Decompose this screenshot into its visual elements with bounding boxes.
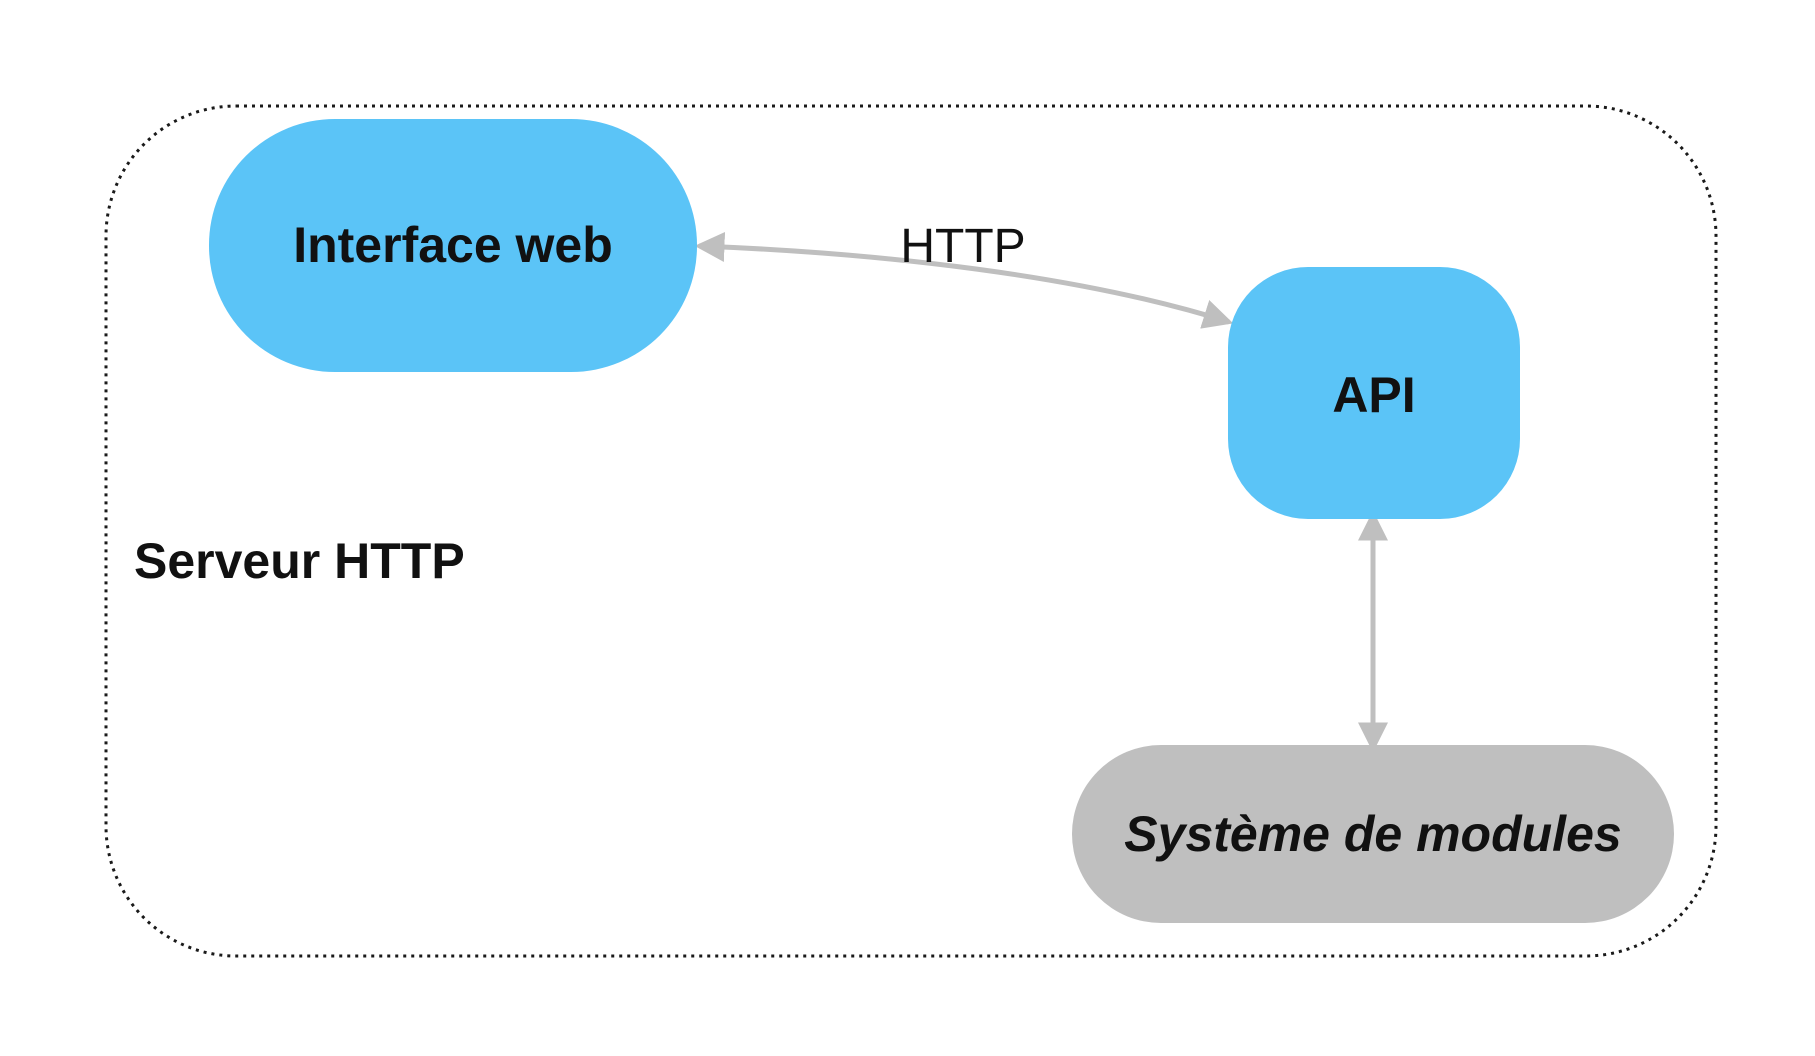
web-api-connector <box>694 231 1234 329</box>
server-container: Serveur HTTP <box>104 104 1718 958</box>
node-interface-web[interactable]: Interface web <box>209 119 697 372</box>
server-container-border <box>104 104 1718 958</box>
module-system-shape <box>1072 745 1674 923</box>
container-label: Serveur HTTP <box>134 533 465 589</box>
interface-web-label: Interface web <box>293 217 613 273</box>
edge-web-api: HTTP <box>694 220 1234 329</box>
api-shape <box>1228 267 1520 519</box>
api-label: API <box>1332 367 1415 423</box>
node-api[interactable]: API <box>1228 267 1520 519</box>
node-module-system[interactable]: Système de modules <box>1072 745 1674 923</box>
module-system-label: Système de modules <box>1124 806 1621 862</box>
interface-web-shape <box>209 119 697 372</box>
edge-label-http: HTTP <box>900 220 1025 273</box>
